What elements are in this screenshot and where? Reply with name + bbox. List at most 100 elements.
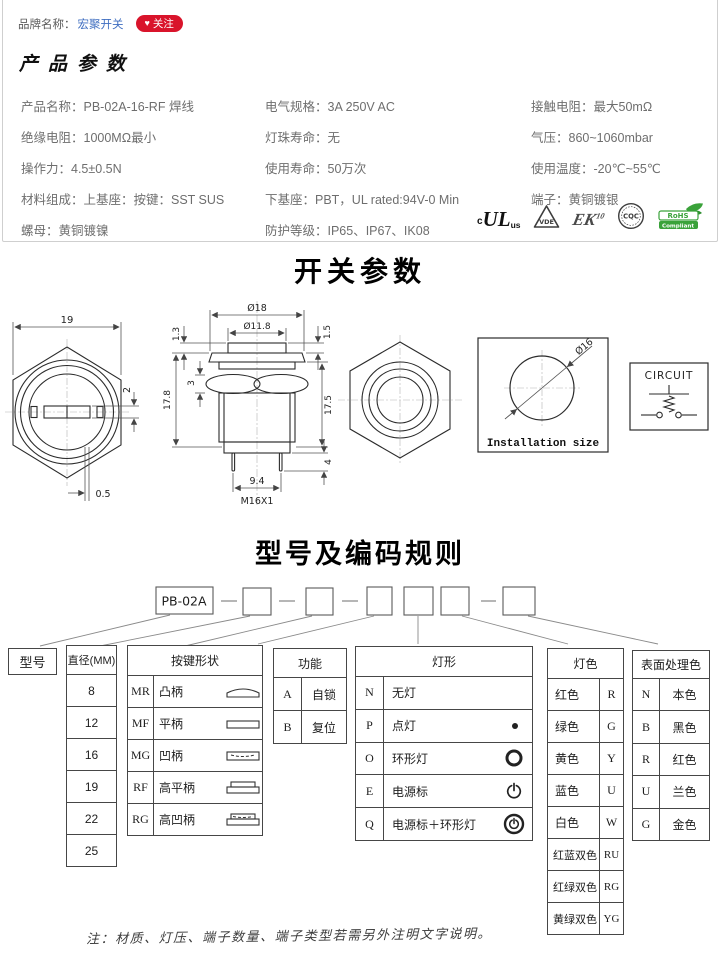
spec-row: 产品名称：PB-02A-16-RF 焊线 (21, 100, 194, 114)
diameter-table: 直径(MM) 8 12 16 19 22 25 (66, 645, 117, 867)
spec-row: 绝缘电阻：1000MΩ最小 (21, 131, 157, 145)
dim-pin-span: 9.4 (249, 476, 264, 487)
dim-pin: 4 (324, 459, 334, 465)
installation-size-drawing: Ø16 Installation size (477, 337, 609, 453)
spec-row: 电气规格：3A 250V AC (265, 100, 395, 114)
dot-lamp-icon (510, 721, 520, 731)
svg-text:CQC: CQC (623, 213, 639, 221)
table-row: 12 (67, 707, 116, 739)
spec-row: 灯珠寿命：无 (265, 131, 341, 145)
table-row: O 环形灯 (356, 742, 532, 776)
table-row: RG 高凹柄 (128, 804, 262, 835)
product-parameters-card: 品牌名称： 宏聚开关 ♥ 关注 产品参数 产品名称：PB-02A-16-RF 焊… (2, 0, 718, 242)
side-view-drawing: Ø18 Ø11.8 1.3 17.8 3 (163, 301, 334, 507)
ek-certification-icon: EK10 (571, 210, 606, 229)
table-row: Q 电源标＋环形灯 (356, 808, 532, 840)
dim-height-left: 17.8 (163, 390, 173, 410)
dim-button-dia: Ø11.8 (243, 321, 270, 332)
table-row: P 点灯 (356, 709, 532, 743)
spec-column-1: 产品名称：PB-02A-16-RF 焊线 绝缘电阻：1000MΩ最小 操作力：4… (21, 92, 224, 247)
brand-row: 品牌名称： 宏聚开关 ♥ 关注 (18, 15, 183, 32)
dim-front-gap: 0.5 (95, 489, 110, 500)
switch-parameters-title: 开关参数 (293, 256, 426, 287)
cqc-certification-icon: CQC (618, 202, 645, 230)
dim-nut-height: 3 (187, 380, 197, 386)
concave-button-icon (224, 748, 262, 764)
diameter-table-header: 直径(MM) (67, 646, 116, 675)
switch-symbol-icon (641, 385, 697, 419)
surface-color-header: 表面处理色 (633, 651, 709, 679)
lamp-type-table: 灯形 N 无灯 P 点灯 O 环形灯 E 电源标 Q 电源标＋环形灯 (355, 646, 533, 841)
dim-outer-dia: Ø18 (247, 303, 267, 314)
installation-size-caption: Installation size (487, 438, 600, 450)
power-symbol-icon (505, 782, 523, 800)
table-row: MG 凹柄 (128, 740, 262, 772)
table-row: RF 高平柄 (128, 772, 262, 804)
function-table-header: 功能 (274, 649, 346, 678)
ul-certification-icon: c UL us (477, 207, 521, 231)
handwritten-note: 注：材质、灯压、端子数量、端子类型若需另外注明文字说明。 (85, 926, 493, 948)
spec-row: 气压：860~1060mbar (531, 131, 653, 145)
vde-certification-icon: VDE (534, 205, 560, 228)
spec-column-2: 电气规格：3A 250V AC 灯珠寿命：无 使用寿命：50万次 下基座：PBT… (265, 92, 459, 247)
dim-top: 1.5 (323, 325, 333, 339)
heart-icon: ♥ (144, 18, 150, 28)
model-table: 型号 (8, 648, 57, 675)
dim-install-dia: Ø16 (573, 337, 595, 358)
rear-view-drawing (338, 335, 462, 465)
dim-front-width: 19 (61, 315, 74, 326)
tall-flat-button-icon (224, 779, 262, 797)
brand-label: 品牌名称： (18, 18, 76, 31)
product-parameters-title: 产品参数 (19, 53, 136, 75)
follow-button[interactable]: ♥ 关注 (135, 15, 183, 32)
table-row: 22 (67, 803, 116, 835)
spec-row: 材料组成：上基座：按键：SST SUS (21, 193, 225, 207)
svg-text:VDE: VDE (540, 218, 555, 226)
coding-rules-title: 型号及编码规则 (255, 539, 465, 569)
ring-lamp-icon (504, 748, 524, 768)
coding-diagram: PB-02A (39, 586, 659, 647)
dim-front-slot: 2 (122, 387, 133, 393)
follow-button-label: 关注 (152, 18, 174, 30)
table-row: MF 平柄 (128, 708, 262, 740)
circuit-drawing: CIRCUIT (629, 362, 709, 431)
brand-name-link[interactable]: 宏聚开关 (77, 18, 124, 31)
table-row: E 电源标 (356, 775, 532, 809)
spec-row: 下基座：PBT，UL rated:94V-0 Min (265, 193, 460, 207)
svg-text:RoHS: RoHS (668, 212, 689, 220)
spec-row: 使用寿命：50万次 (265, 162, 367, 176)
circuit-caption: CIRCUIT (645, 370, 694, 382)
table-row: 8 (67, 675, 116, 707)
table-row: MR 凸柄 (128, 676, 262, 708)
table-row: A 自锁 (274, 678, 346, 711)
table-row: 19 (67, 771, 116, 803)
model-table-header: 型号 (19, 655, 46, 670)
dim-thread: M16X1 (241, 496, 274, 507)
spec-column-3: 接触电阻：最大50mΩ 气压：860~1060mbar 使用温度：-20℃~55… (531, 92, 661, 216)
power-ring-icon (503, 813, 525, 835)
table-row: 25 (84, 843, 99, 858)
table-row: N 无灯 (356, 677, 532, 710)
spec-row: 使用温度：-20℃~55℃ (531, 162, 661, 176)
lamp-type-header: 灯形 (356, 647, 532, 677)
tall-concave-button-icon (224, 811, 262, 829)
button-shape-table: 按键形状 MR 凸柄 MF 平柄 MG 凹柄 RF 高平柄 RG 高凹柄 (127, 645, 263, 836)
table-row: B 复位 (274, 711, 346, 743)
rohs-compliant-icon: RoHS Compliant (658, 203, 704, 229)
spec-row: 操作力：4.5±0.5N (21, 162, 122, 176)
dome-button-icon (224, 684, 262, 700)
spec-row: 端子：黄铜镀银 (531, 193, 619, 207)
